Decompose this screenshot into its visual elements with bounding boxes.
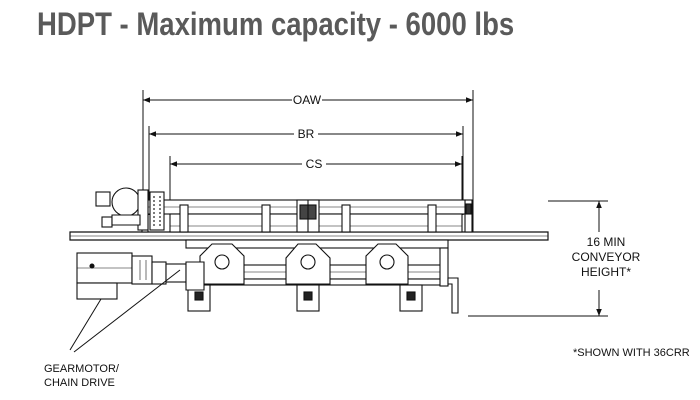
page-title: HDPT - Maximum capacity - 6000 lbs xyxy=(37,6,515,42)
dimension-height xyxy=(468,200,608,317)
cam-assembly-left xyxy=(187,243,245,312)
footnote: *SHOWN WITH 36CRR xyxy=(573,347,690,359)
height-label-line1: 16 MIN xyxy=(587,235,626,249)
gearmotor-leader xyxy=(69,269,181,353)
br-label: BR xyxy=(298,127,315,141)
conveyor-frame xyxy=(141,192,473,233)
gearmotor-chain-drive xyxy=(76,252,205,300)
drive-label-line1: GEARMOTOR/ xyxy=(44,363,120,375)
height-label-line2: CONVEYOR xyxy=(572,250,641,264)
cs-label: CS xyxy=(306,157,323,171)
height-label-line3: HEIGHT* xyxy=(581,265,631,279)
cam-assembly-right xyxy=(365,243,423,312)
deck-plate xyxy=(69,231,549,241)
oaw-label: OAW xyxy=(293,93,322,107)
drive-motor xyxy=(95,187,165,231)
cam-assembly-center xyxy=(285,243,331,312)
drive-label-line2: CHAIN DRIVE xyxy=(44,377,115,389)
